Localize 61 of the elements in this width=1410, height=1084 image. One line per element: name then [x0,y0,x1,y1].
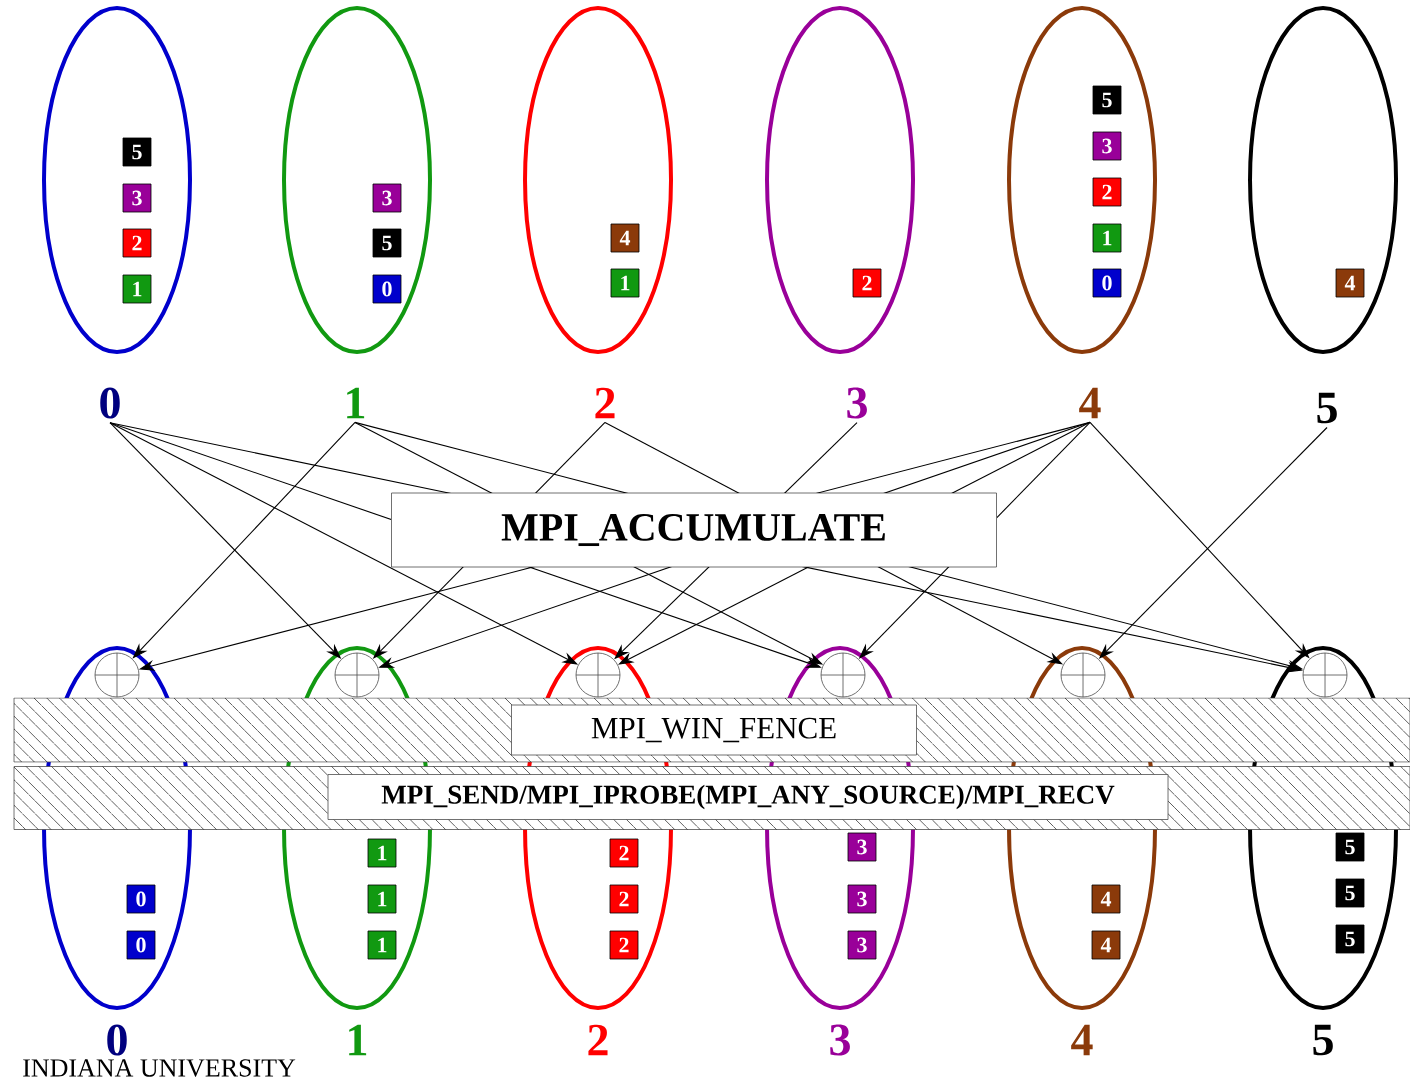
message-square: 0 [126,884,156,914]
message-square: 3 [122,183,152,213]
message-square: 4 [1091,930,1121,960]
accumulate-symbol [1302,652,1348,698]
message-square: 1 [367,838,397,868]
rank-label: 5 [1313,1024,1333,1056]
message-square: 4 [610,223,640,253]
message-square: 2 [852,268,882,298]
message-square: 1 [367,884,397,914]
message-square: 4 [1091,884,1121,914]
message-square: 2 [1092,177,1122,207]
message-square: 5 [1335,832,1365,862]
message-square: 2 [609,838,639,868]
message-square: 1 [122,274,152,304]
rank-label: 0 [107,1024,127,1056]
message-square: 1 [1092,223,1122,253]
message-square: 1 [610,268,640,298]
rank-label: 1 [349,1024,367,1056]
message-square: 5 [1092,85,1122,115]
message-square: 0 [1092,268,1122,298]
rank-label: 0 [100,387,120,419]
message-square: 3 [847,930,877,960]
rank-label: 4 [1071,1024,1093,1056]
message-square: 5 [122,137,152,167]
rank-label: 4 [1079,387,1101,419]
process-ellipse [1007,6,1157,354]
message-square: 2 [122,228,152,258]
accumulate-symbol [1060,652,1106,698]
message-square: 2 [609,930,639,960]
process-ellipse [42,6,192,354]
rank-label: 3 [830,1024,850,1056]
message-square: 5 [1335,878,1365,908]
message-square: 5 [372,228,402,258]
process-ellipse [1248,6,1398,354]
rank-label: 2 [588,1024,608,1056]
process-ellipse [282,6,432,354]
message-square: 0 [372,274,402,304]
message-square: 5 [1335,924,1365,954]
operation-box: MPI_SEND/MPI_IPROBE(MPI_ANY_SOURCE)/MPI_RECV [327,774,1169,820]
accumulate-symbol [575,652,621,698]
message-square: 3 [847,832,877,862]
message-square: 3 [372,183,402,213]
arrow [132,421,356,659]
message-square: 3 [847,884,877,914]
message-square: 4 [1335,268,1365,298]
rank-label: 2 [595,387,615,419]
accumulate-symbol [820,652,866,698]
process-ellipse [765,6,915,354]
rank-label: 5 [1317,392,1337,424]
message-square: 2 [609,884,639,914]
rank-label: 3 [847,387,867,419]
accumulate-symbol [94,652,140,698]
rank-label: 1 [347,387,365,419]
message-square: 0 [126,930,156,960]
operation-box: MPI_WIN_FENCE [511,704,917,756]
operation-box: MPI_ACCUMULATE [391,492,997,568]
footer-text: INDIANA UNIVERSITY [23,1059,296,1077]
accumulate-symbol [334,652,380,698]
process-ellipse [523,6,673,354]
message-square: 1 [367,930,397,960]
message-square: 3 [1092,131,1122,161]
